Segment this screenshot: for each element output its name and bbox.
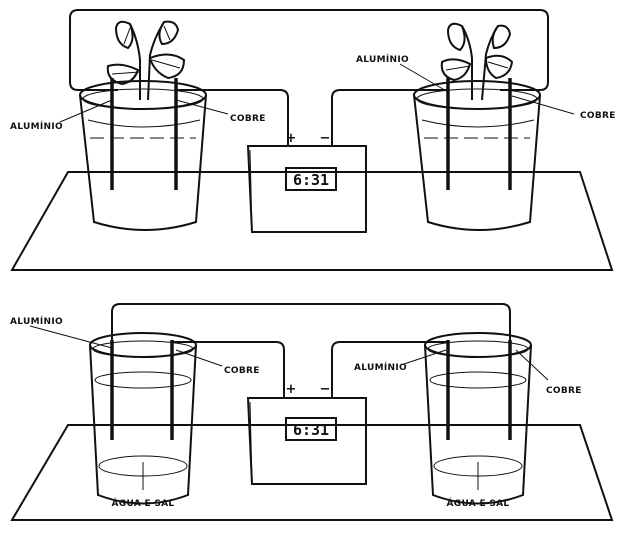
bottom-right-liquid-label: ÁGUA E SAL [447,497,510,509]
top-wire-minus [331,89,448,146]
top-right-cup [413,22,541,231]
bottom-wire-minus [331,341,448,398]
bottom-plus-sign: + [286,382,297,397]
top-left-aluminum-label: ALUMÍNIO [10,120,63,132]
bottom-wire-plus [172,341,285,398]
bottom-minus-sign: − [320,382,331,397]
top-right-copper-label: COBRE [580,111,616,121]
bottom-left-aluminum-label: ALUMÍNIO [10,315,63,327]
top-diagram: 6:31 + − ALUMÍNIO COBRE ALUMÍNIO COBRE [10,9,616,271]
top-connecting-wire [69,9,549,91]
bottom-base-board [10,424,614,521]
right-plant [440,22,514,101]
bottom-right-copper-label: COBRE [546,386,582,396]
top-clock: 6:31 [246,145,367,233]
bottom-right-aluminum-label: ALUMÍNIO [354,361,407,373]
bottom-clock: 6:31 [246,397,367,485]
top-clock-display: 6:31 [293,171,329,189]
top-left-copper-label: COBRE [230,114,266,124]
bottom-clock-display: 6:31 [293,421,329,439]
top-plus-sign: + [286,131,297,146]
top-right-aluminum-label: ALUMÍNIO [356,53,409,65]
bottom-connecting-wire [111,303,511,345]
bottom-left-liquid-label: ÁGUA E SAL [112,497,175,509]
bottom-diagram: 6:31 + − ALUMÍNIO COBRE ALUMÍNIO COBRE Á… [10,303,614,521]
bottom-left-copper-label: COBRE [224,366,260,376]
top-wire-plus [176,89,289,146]
left-plant [106,20,186,101]
top-left-cup [79,20,207,231]
top-minus-sign: − [320,131,331,146]
bottom-right-glass [424,332,532,505]
top-base-board [10,171,614,271]
bottom-left-glass [89,332,197,505]
